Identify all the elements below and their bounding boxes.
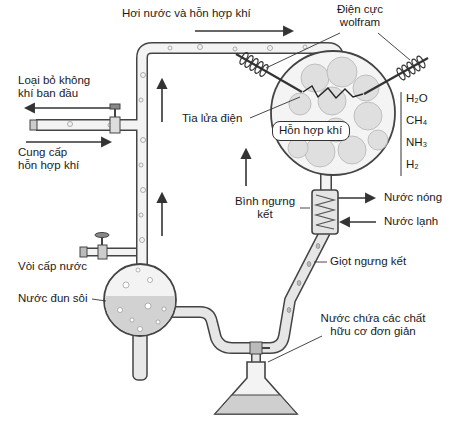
gas-list-bracket [401, 92, 402, 176]
stopcock [30, 104, 120, 133]
gas-formula: H₂ [406, 158, 419, 171]
flow-arrow [245, 150, 247, 186]
part-label: Tia lửa điện [182, 112, 242, 125]
flow-arrow [161, 194, 163, 236]
electric-spark [303, 86, 363, 98]
part-label: Giọt ngưng kết [330, 255, 406, 268]
tungsten-electrodes [236, 52, 428, 98]
flow-label: Nước nóng [384, 191, 442, 204]
part-label: Nước đun sôi [18, 292, 88, 305]
condenser [312, 190, 376, 234]
spark-flask [271, 51, 395, 175]
gas-formula: NH₃ [406, 136, 427, 149]
flow-arrow [26, 107, 110, 109]
boiling-flask [100, 264, 180, 380]
flow-arrow [195, 30, 292, 32]
flow-label: Loại bỏ không khí ban đầu [18, 74, 102, 100]
flow-label: Nước lạnh [384, 215, 438, 228]
glass-tubing [36, 48, 338, 366]
flow-label: Cung cấp hỗn hợp khí [18, 146, 86, 172]
condensate-droplets [287, 243, 320, 312]
part-label: Bình ngưng kết [232, 195, 298, 221]
gas-mixture-box: Hỗn hợp khí [272, 121, 350, 141]
gas-formula: H₂O [406, 92, 428, 105]
flow-label: Hơi nước và hỗn hợp khí [122, 7, 251, 20]
water-tap [80, 233, 109, 260]
collection-flask [215, 342, 297, 414]
gas-formula: CH₄ [406, 114, 427, 127]
node-text: Hỗn hợp khí [279, 124, 342, 138]
part-label: Nước chứa các chất hữu cơ đơn giản [314, 312, 432, 338]
part-label: Điện cực wolfram [326, 3, 394, 29]
part-label: Vòi cấp nước [18, 260, 87, 273]
vapor-bubbles [68, 45, 308, 243]
flow-arrow [161, 80, 163, 122]
flow-arrow [26, 141, 110, 143]
